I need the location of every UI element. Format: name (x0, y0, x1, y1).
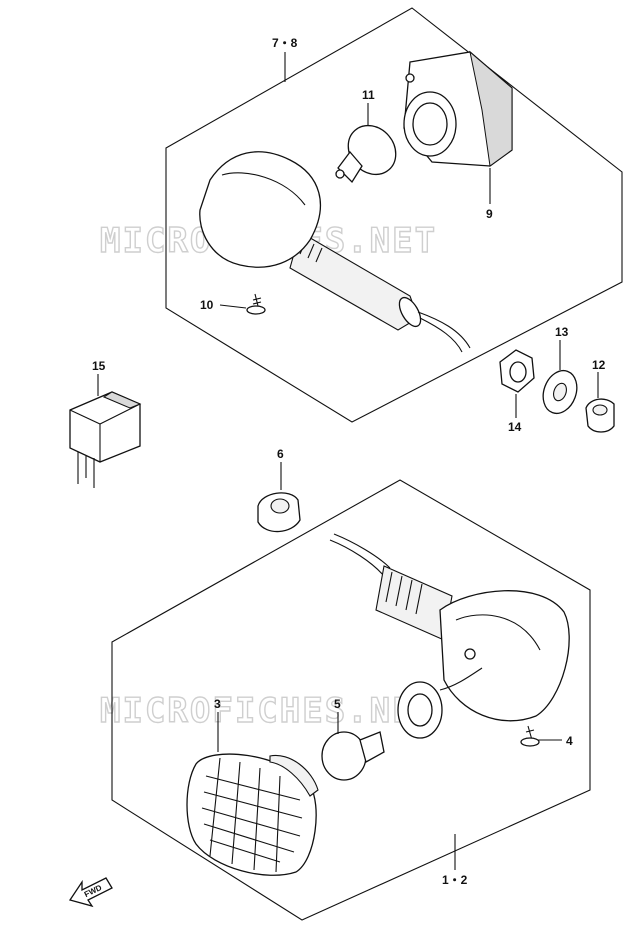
watermark-bottom: MICROFICHES.NET (100, 691, 437, 731)
lower-assembly-frame (111, 479, 591, 921)
callout-11: 11 (362, 88, 375, 102)
callout-1-2: 1・2 (442, 873, 468, 887)
part-5-bulb (321, 731, 385, 781)
callout-13: 13 (555, 325, 569, 339)
upper-turn-signal-housing (199, 151, 471, 353)
part-6-grommet (257, 492, 301, 533)
callout-14: 14 (508, 420, 522, 434)
callout-labels: 7・8 11 9 10 13 12 14 15 6 3 5 4 1・2 (92, 36, 606, 887)
callout-10: 10 (200, 298, 214, 312)
part-11-bulb (335, 124, 397, 184)
callout-7-8: 7・8 (272, 36, 298, 50)
part-15-relay (69, 391, 142, 488)
callout-15: 15 (92, 359, 106, 373)
part-9-rear-housing (403, 50, 513, 167)
callout-9: 9 (486, 207, 493, 221)
callout-5: 5 (334, 697, 341, 711)
part-14-nut (499, 349, 535, 393)
callout-4: 4 (566, 734, 573, 748)
part-13-washer (542, 369, 578, 415)
part-10-screw (246, 293, 266, 315)
leader-lines (97, 52, 599, 870)
lower-turn-signal-housing (329, 533, 570, 722)
part-12-collar (585, 398, 615, 433)
upper-assembly-frame (165, 7, 623, 423)
callout-6: 6 (277, 447, 284, 461)
part-4-screw (520, 725, 540, 747)
callout-12: 12 (592, 358, 606, 372)
part-3-lens (186, 753, 319, 876)
fwd-arrow-icon: FWD (68, 877, 113, 908)
lower-socket (397, 667, 483, 739)
callout-3: 3 (214, 697, 221, 711)
